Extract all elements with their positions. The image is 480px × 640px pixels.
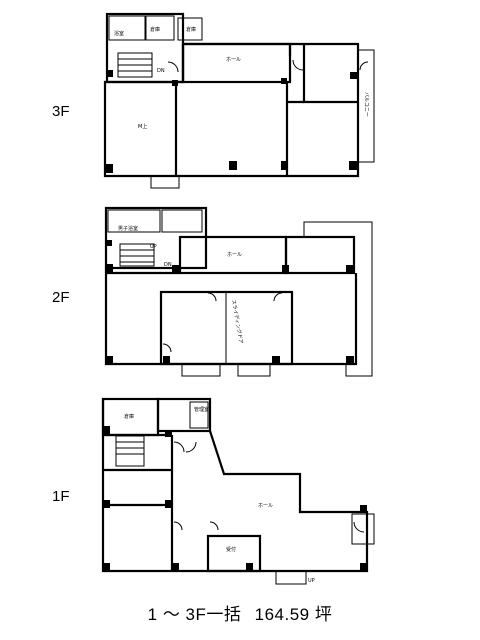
label-3f-balcony: バルコニー — [363, 92, 369, 117]
floor-label-2f: 2F — [52, 289, 70, 306]
floor-label-1f: 1F — [52, 488, 70, 505]
label-2f-dn: DN — [164, 262, 172, 268]
label-3f-bath: 浴室 — [114, 30, 124, 37]
floor-1f-plan: 倉庫 管理室 ホール 受付 UP — [101, 397, 375, 585]
label-3f-hall: ホール — [226, 57, 241, 63]
label-2f-bath: 男子浴室 — [118, 225, 138, 232]
label-3f-storage2: 倉庫 — [186, 26, 196, 33]
plan-caption: 1 〜 3F一括 164.59 坪 — [0, 600, 480, 625]
label-3f-storage: 倉庫 — [150, 26, 160, 33]
label-1f-mgmt: 管理室 — [194, 406, 209, 413]
caption-floor-range: 1 〜 3F一括 — [147, 605, 242, 624]
label-2f-door: スライディングドア — [230, 299, 245, 344]
label-1f-hall: ホール — [258, 503, 273, 509]
label-1f-reception: 受付 — [226, 546, 236, 553]
label-3f-m: M上 — [138, 123, 147, 130]
floor-2f-plan: 男子浴室 ホール スライディングドア UP DN — [104, 206, 373, 377]
floor-label-3f: 3F — [52, 103, 70, 120]
label-1f-storage: 倉庫 — [124, 413, 134, 420]
label-3f-dn: DN — [157, 68, 165, 74]
label-2f-hall: ホール — [227, 252, 242, 258]
caption-area: 164.59 坪 — [254, 605, 333, 624]
label-2f-up: UP — [150, 244, 157, 250]
label-1f-up: UP — [308, 578, 315, 584]
floor-3f-plan: 浴室 倉庫 倉庫 ホール M上 DN バルコニー — [103, 12, 375, 189]
